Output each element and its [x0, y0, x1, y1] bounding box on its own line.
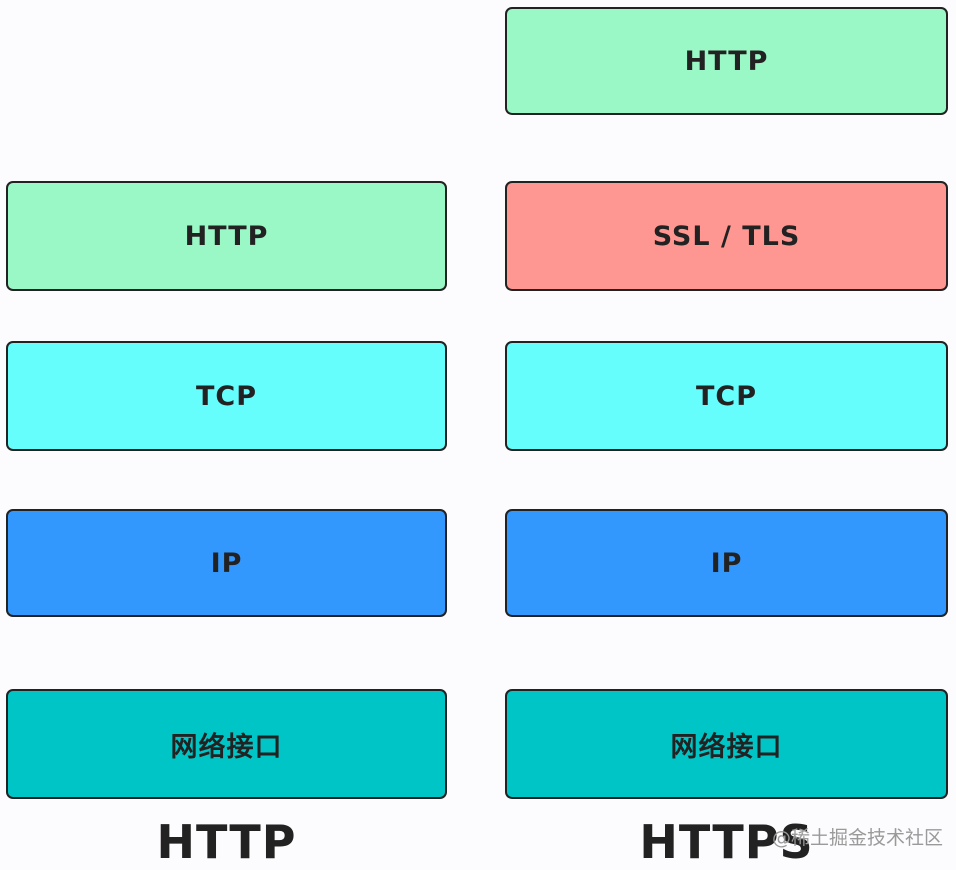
- https-layer-tcp: TCP: [505, 341, 948, 451]
- http-layer-network-interface: 网络接口: [6, 689, 447, 799]
- https-layer-ssl-tls: SSL / TLS: [505, 181, 948, 291]
- https-layer-network-interface: 网络接口: [505, 689, 948, 799]
- http-layer-tcp: TCP: [6, 341, 447, 451]
- https-layer-http: HTTP: [505, 7, 948, 115]
- https-stack-caption: HTTPS: [639, 815, 814, 869]
- watermark: @稀土掘金技术社区: [772, 827, 944, 849]
- http-layer-ip: IP: [6, 509, 447, 617]
- http-stack-caption: HTTP: [156, 815, 297, 869]
- http-layer-http: HTTP: [6, 181, 447, 291]
- https-layer-ip: IP: [505, 509, 948, 617]
